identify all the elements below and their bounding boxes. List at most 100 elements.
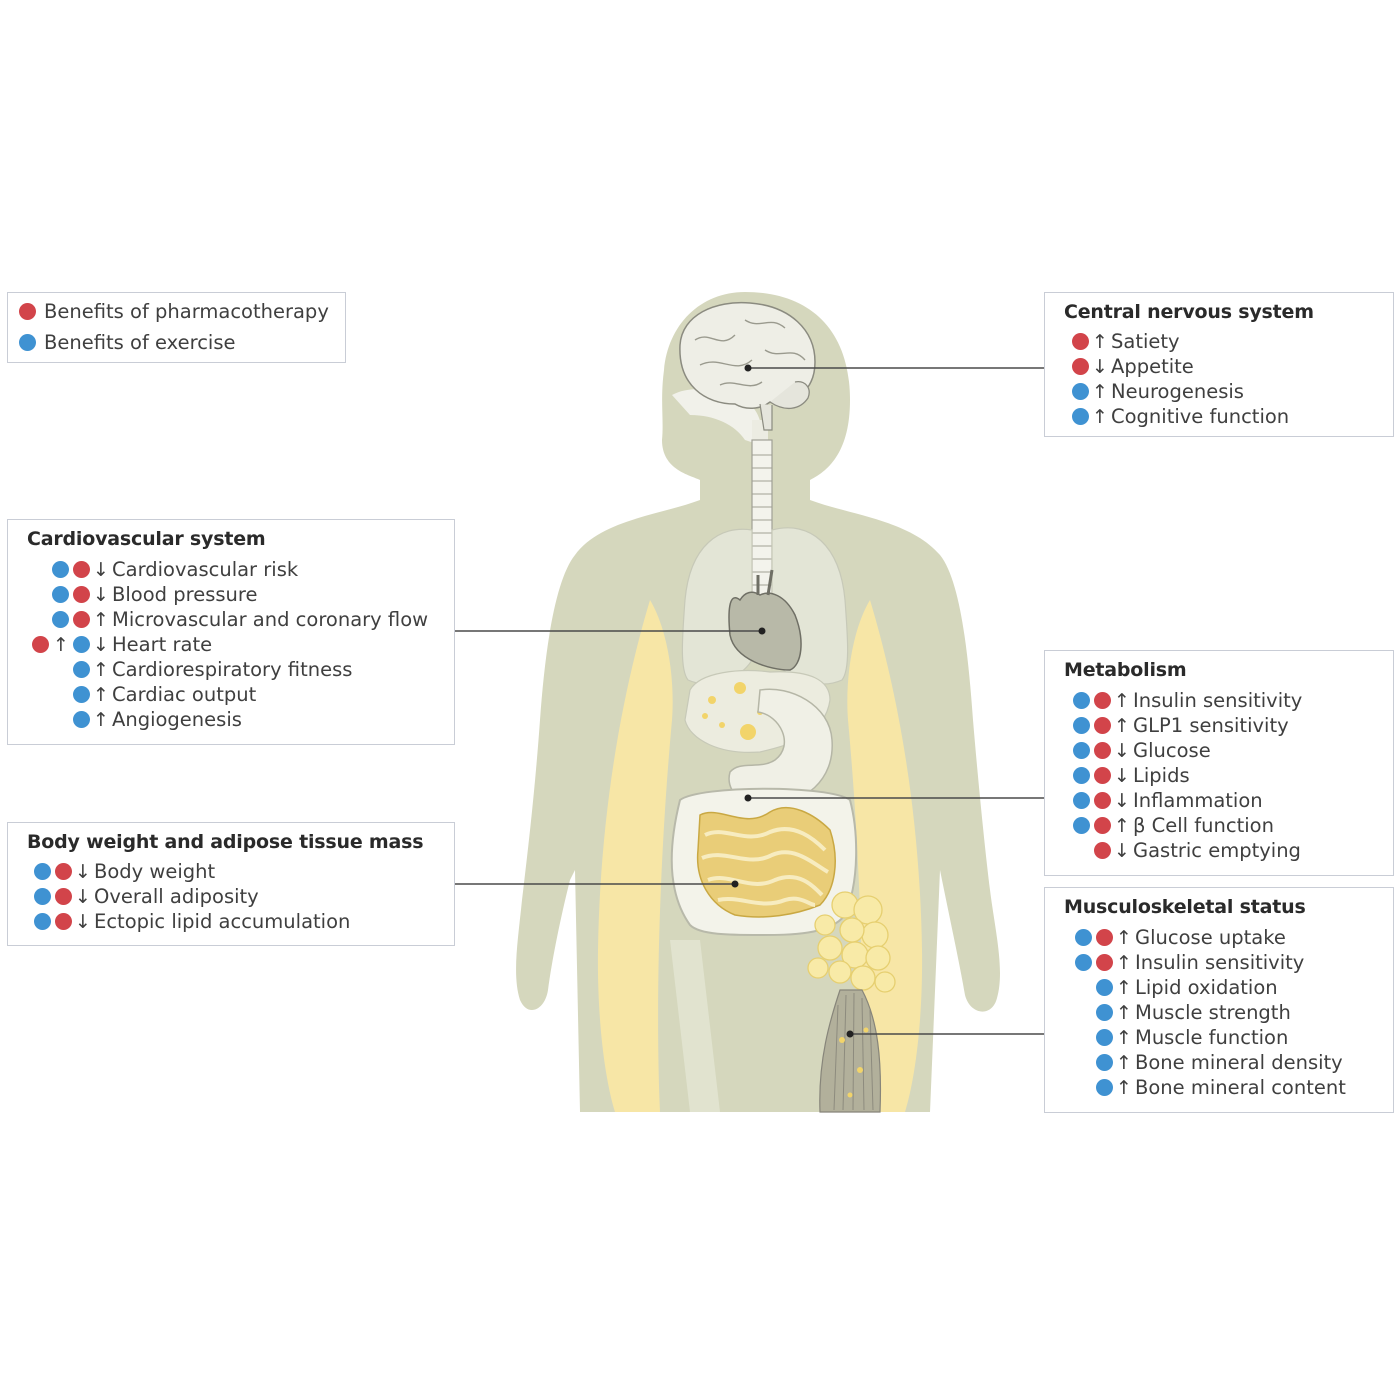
exercise-dot-icon — [1073, 817, 1090, 834]
effect-item: ↑Bone mineral density — [1045, 1050, 1343, 1075]
effect-label: Cardiac output — [112, 683, 257, 706]
direction-arrow-icon: ↓ — [75, 860, 91, 883]
effect-label: Bone mineral density — [1135, 1051, 1343, 1074]
exercise-dot-icon — [73, 686, 90, 703]
pharmacotherapy-dot-icon — [1072, 358, 1089, 375]
exercise-dot-icon — [73, 711, 90, 728]
pharmacotherapy-dot-icon — [1094, 742, 1111, 759]
effect-label: Angiogenesis — [112, 708, 242, 731]
exercise-dot-icon — [1073, 792, 1090, 809]
direction-arrow-icon: ↓ — [75, 910, 91, 933]
exercise-dot-icon — [73, 636, 90, 653]
direction-arrow-icon: ↑ — [53, 633, 69, 656]
direction-arrow-icon: ↑ — [1116, 1051, 1132, 1074]
effect-item: ↑Cardiac output — [8, 682, 256, 707]
effect-item: ↓Inflammation — [1045, 788, 1263, 813]
exercise-dot-icon — [1073, 717, 1090, 734]
effect-label: Appetite — [1111, 355, 1194, 378]
pharmacotherapy-dot-icon — [55, 888, 72, 905]
direction-arrow-icon: ↓ — [1114, 739, 1130, 762]
effect-item: ↑Satiety — [1045, 329, 1180, 354]
exercise-dot-icon — [34, 863, 51, 880]
femur — [670, 940, 720, 1112]
direction-arrow-icon: ↑ — [1092, 330, 1108, 353]
effect-label: Overall adiposity — [94, 885, 259, 908]
effect-item: ↓Cardiovascular risk — [8, 557, 298, 582]
effect-label: Muscle strength — [1135, 1001, 1291, 1024]
exercise-dot-icon — [52, 561, 69, 578]
pharmacotherapy-dot-icon — [1094, 792, 1111, 809]
direction-arrow-icon: ↓ — [1092, 355, 1108, 378]
legend-box: Benefits of pharmacotherapy Benefits of … — [7, 292, 346, 363]
direction-arrow-icon: ↑ — [1092, 380, 1108, 403]
exercise-dot-icon — [52, 586, 69, 603]
pharmacotherapy-dot-icon — [73, 586, 90, 603]
exercise-dot-icon — [1073, 742, 1090, 759]
effect-item: ↑Neurogenesis — [1045, 379, 1244, 404]
thigh-muscle-graphic — [819, 989, 882, 1113]
pharmacotherapy-dot-icon — [1094, 817, 1111, 834]
exercise-dot-icon — [73, 661, 90, 678]
small-intestine — [696, 806, 836, 918]
legend-item-exercise: Benefits of exercise — [19, 331, 236, 354]
effect-item: ↑β Cell function — [1045, 813, 1274, 838]
exercise-dot-icon — [34, 913, 51, 930]
exercise-dot-icon — [1096, 1004, 1113, 1021]
effect-item: ↓Lipids — [1045, 763, 1190, 788]
effect-item: ↑Cognitive function — [1045, 404, 1289, 429]
effect-label: Inflammation — [1133, 789, 1263, 812]
direction-arrow-icon: ↑ — [1116, 926, 1132, 949]
effect-item: ↑Microvascular and coronary flow — [8, 607, 428, 632]
pharmacotherapy-dot-icon — [1096, 929, 1113, 946]
panel-title: Cardiovascular system — [27, 528, 266, 550]
effect-item: ↑GLP1 sensitivity — [1045, 713, 1289, 738]
effect-item: ↑Bone mineral content — [1045, 1075, 1346, 1100]
exercise-dot-icon — [1096, 1029, 1113, 1046]
exercise-dot-icon — [1075, 929, 1092, 946]
effect-label: Blood pressure — [112, 583, 258, 606]
effect-label: β Cell function — [1133, 814, 1274, 837]
effect-item: ↑Insulin sensitivity — [1045, 950, 1304, 975]
exercise-dot-icon — [34, 888, 51, 905]
effect-label: Satiety — [1111, 330, 1180, 353]
direction-arrow-icon: ↑ — [93, 608, 109, 631]
pharmacotherapy-dot-icon — [1094, 717, 1111, 734]
pharmacotherapy-dot-icon — [73, 611, 90, 628]
effect-label: Gastric emptying — [1133, 839, 1301, 862]
direction-arrow-icon: ↑ — [1116, 951, 1132, 974]
legend-item-pharmacotherapy: Benefits of pharmacotherapy — [19, 300, 329, 323]
effect-item: ↑Angiogenesis — [8, 707, 242, 732]
direction-arrow-icon: ↑ — [1116, 1026, 1132, 1049]
effect-label: Insulin sensitivity — [1135, 951, 1305, 974]
direction-arrow-icon: ↑ — [93, 708, 109, 731]
panel-title: Central nervous system — [1064, 301, 1314, 323]
effect-label: GLP1 sensitivity — [1133, 714, 1289, 737]
effect-label: Cognitive function — [1111, 405, 1290, 428]
effect-item: ↑Insulin sensitivity — [1045, 688, 1302, 713]
effect-label: Heart rate — [112, 633, 213, 656]
effect-item: ↓Blood pressure — [8, 582, 257, 607]
direction-arrow-icon: ↓ — [1114, 839, 1130, 862]
effect-label: Glucose uptake — [1135, 926, 1286, 949]
pharmacotherapy-dot-icon — [1072, 333, 1089, 350]
adipose-left — [597, 600, 673, 1112]
exercise-dot-icon — [1075, 954, 1092, 971]
direction-arrow-icon: ↑ — [1116, 1076, 1132, 1099]
exercise-dot-icon — [1072, 383, 1089, 400]
panel-title: Metabolism — [1064, 659, 1187, 681]
effect-label: Cardiovascular risk — [112, 558, 299, 581]
exercise-dot-icon — [1096, 1079, 1113, 1096]
direction-arrow-icon: ↓ — [1114, 789, 1130, 812]
panel-musculoskeletal-status: Musculoskeletal status ↑Glucose uptake↑I… — [1044, 887, 1394, 1113]
effect-item: ↓Overall adiposity — [8, 884, 259, 909]
effect-item: ↓Gastric emptying — [1045, 838, 1301, 863]
direction-arrow-icon: ↑ — [1114, 714, 1130, 737]
effect-label: Bone mineral content — [1135, 1076, 1346, 1099]
effect-item: ↑Cardiorespiratory fitness — [8, 657, 352, 682]
effect-item: ↑↓Heart rate — [8, 632, 212, 657]
effect-label: Cardiorespiratory fitness — [112, 658, 353, 681]
effect-label: Microvascular and coronary flow — [112, 608, 429, 631]
pharmacotherapy-dot-icon — [55, 863, 72, 880]
effect-item: ↓Body weight — [8, 859, 215, 884]
